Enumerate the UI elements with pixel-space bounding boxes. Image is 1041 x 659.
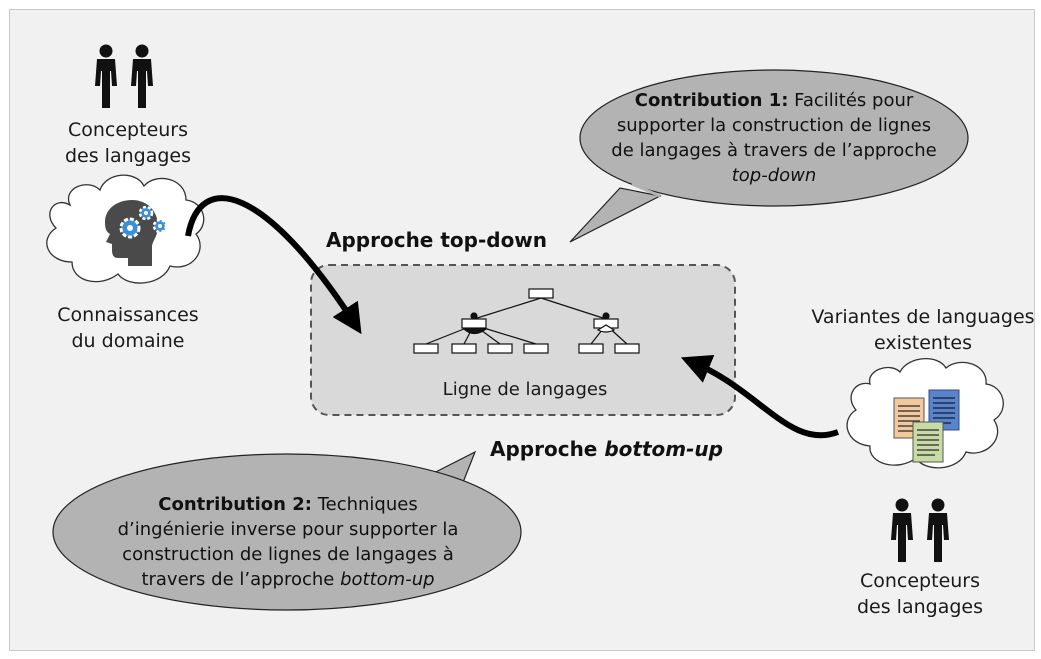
top-down-arrow bbox=[185, 195, 362, 335]
product-line-label: Ligne de langages bbox=[442, 379, 608, 400]
bottom-up-arrow bbox=[680, 354, 840, 439]
head-gears-icon bbox=[105, 200, 168, 266]
designers-label-bottom: Concepteurs des langages bbox=[856, 570, 983, 618]
contribution2-text: Contribution 2: Techniques d’ingénierie … bbox=[117, 494, 459, 590]
contribution1-text: Contribution 1: Facilités pour supporter… bbox=[611, 90, 937, 186]
designers-label-top: Concepteurs des langages bbox=[64, 119, 191, 167]
contribution1-bubble bbox=[569, 69, 969, 243]
two-people-icon-bottom bbox=[891, 498, 949, 562]
contribution2-bubble bbox=[52, 450, 522, 611]
variants-cloud bbox=[846, 357, 1004, 469]
variants-label: Variantes de languages existentes bbox=[811, 306, 1035, 354]
domain-knowledge-label: Connaissances du domaine bbox=[57, 304, 199, 352]
documents-icon bbox=[893, 389, 960, 463]
contribution2-title: Contribution 2: bbox=[158, 494, 312, 515]
feature-tree bbox=[413, 288, 640, 354]
two-people-icon-top bbox=[95, 44, 153, 108]
approach-bottom-up-label: Approche bottom-up bbox=[490, 437, 723, 461]
contribution1-title: Contribution 1: bbox=[634, 90, 789, 111]
approach-top-down-label: Approche top-down bbox=[326, 228, 548, 252]
